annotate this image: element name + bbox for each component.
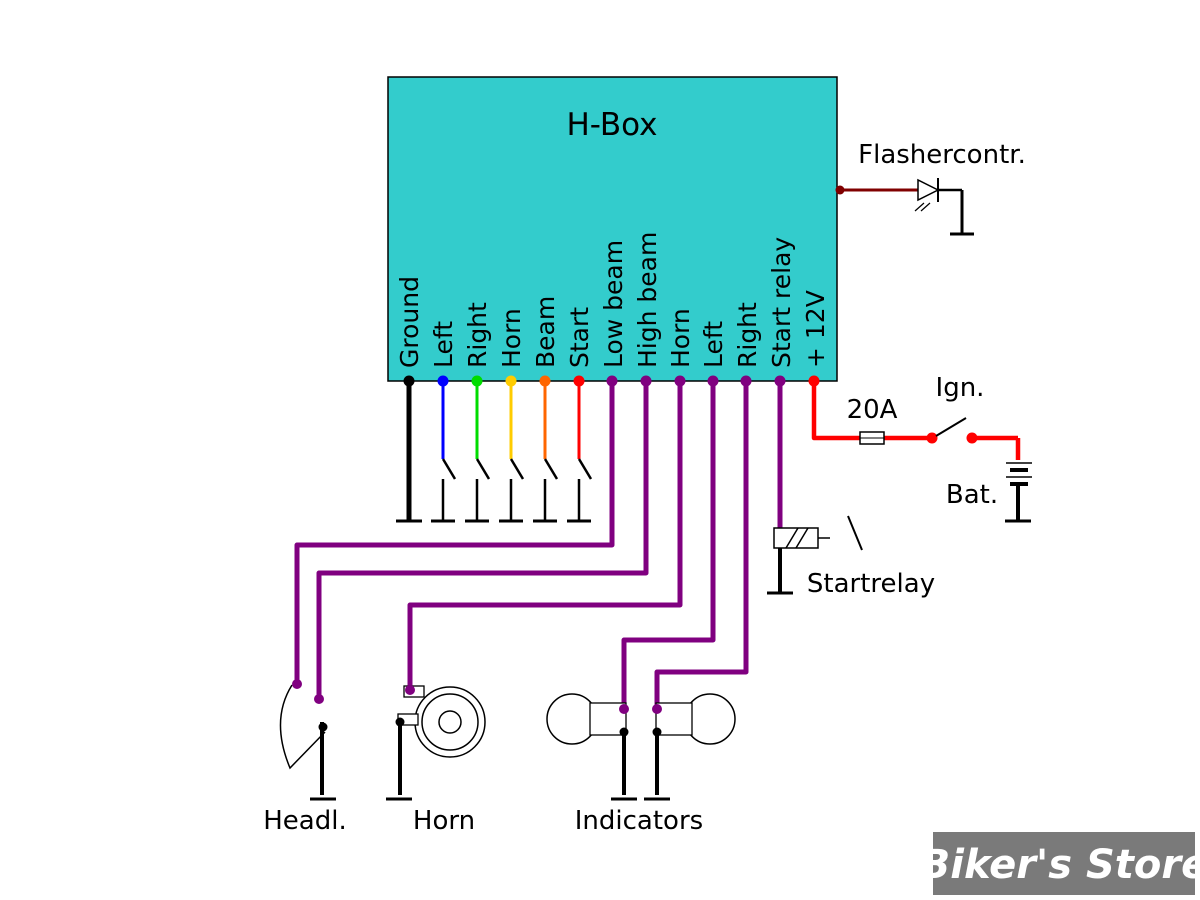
wire-horn	[407, 381, 683, 690]
switch-wire-right	[465, 381, 491, 523]
wire-right-indicator	[654, 381, 749, 709]
start-relay-label: Startrelay	[807, 569, 935, 599]
switch-wire-start	[567, 381, 593, 523]
switch-wire-horn	[499, 381, 525, 523]
wire-low-beam	[294, 381, 615, 683]
fuse-label: 20A	[847, 395, 898, 425]
h-box-title: H-Box	[566, 107, 657, 143]
pin-label-switch-horn: Horn	[497, 308, 526, 368]
horn-label: Horn	[413, 806, 475, 836]
start-relay-symbol	[767, 515, 863, 595]
pin-label-out-right: Right	[733, 302, 762, 368]
pin-label-switch-start: Start	[565, 307, 594, 368]
flasher-label: Flashercontr.	[858, 140, 1026, 170]
headlight-label: Headl.	[263, 806, 346, 836]
watermark: Biker's Store	[920, 832, 1200, 895]
h-box	[387, 76, 838, 382]
ground-wire	[396, 381, 422, 523]
component-terminals	[292, 679, 662, 714]
pin-labels: Ground Left Right Horn Beam Start Low be…	[395, 232, 830, 368]
headlight-symbol	[279, 684, 336, 801]
power-line	[811, 381, 1021, 460]
wire-high-beam	[316, 381, 649, 699]
indicators-label: Indicators	[575, 806, 703, 836]
battery-symbol	[1005, 462, 1032, 523]
output-wires	[294, 381, 783, 709]
pin-label-switch-right: Right	[463, 302, 492, 368]
pin-label-out-left: Left	[699, 321, 728, 368]
pin-label-plus-12v: + 12V	[801, 290, 830, 368]
ignition-label: Ign.	[936, 373, 985, 403]
pin-label-ground: Ground	[395, 276, 424, 368]
indicators-symbol	[546, 693, 736, 801]
battery-label: Bat.	[946, 480, 998, 510]
wire-left-indicator	[621, 381, 716, 709]
ignition-switch-symbol	[926, 417, 978, 444]
pin-label-switch-beam: Beam	[531, 296, 560, 368]
switch-wire-left	[431, 381, 457, 523]
pin-terminals	[403, 375, 820, 387]
pin-label-start-relay: Start relay	[767, 237, 796, 368]
flasher-control-led	[835, 178, 974, 236]
watermark-text: Biker's Store	[920, 842, 1200, 888]
pin-label-out-horn: Horn	[666, 308, 695, 368]
pin-label-switch-left: Left	[429, 321, 458, 368]
switch-wire-beam	[533, 381, 559, 523]
horn-symbol	[386, 685, 486, 801]
pin-label-low-beam: Low beam	[599, 240, 628, 368]
pin-label-high-beam: High beam	[633, 232, 662, 368]
